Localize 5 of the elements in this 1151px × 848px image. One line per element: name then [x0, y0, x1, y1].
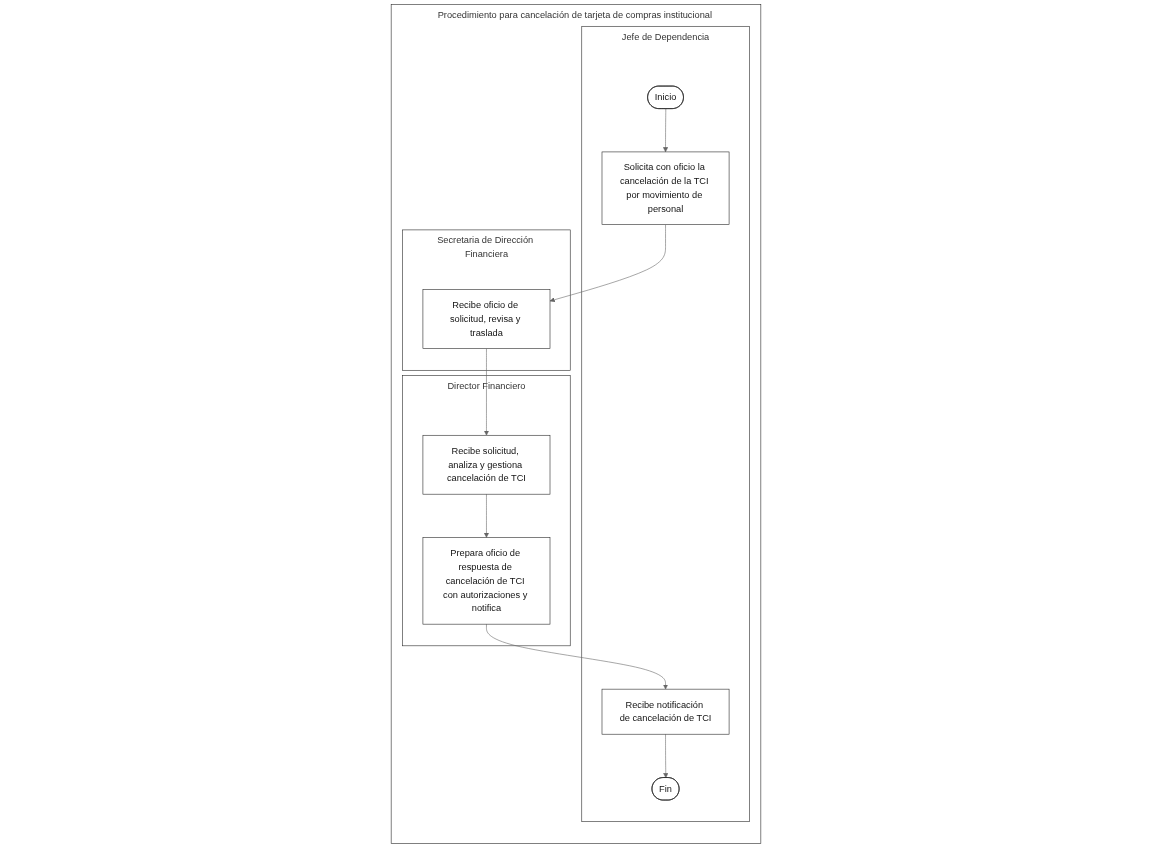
node-box: Recibe notificación de cancelación de TCI: [601, 688, 729, 735]
node-box: Solicita con oficio la cancelación de la TCI por movimiento de personal: [601, 151, 729, 225]
node-box: Recibe oficio de solicitud, revisa y traslada: [422, 289, 550, 349]
node-box: Prepara oficio de respuesta de cancelación de TCI con autorizaciones y notifica: [422, 537, 550, 625]
node-box: Recibe solicitud, analiza y gestiona cancelación de TCI: [422, 434, 550, 495]
